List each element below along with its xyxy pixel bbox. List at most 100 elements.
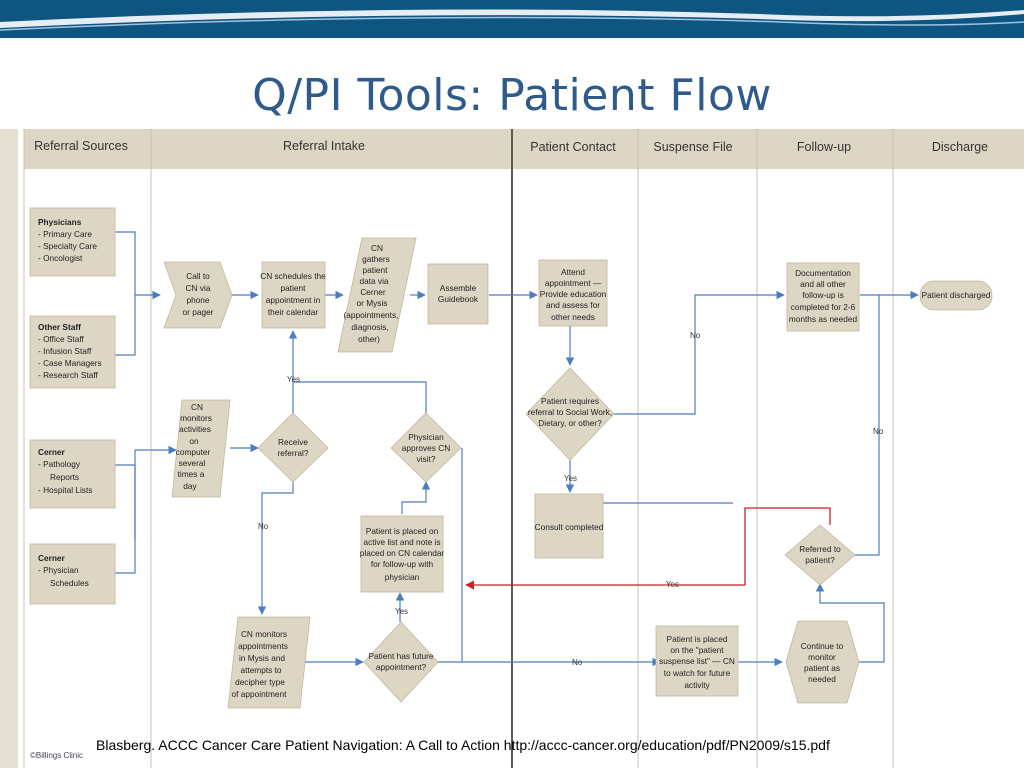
node-line: CN [371,243,383,253]
node-title: Cerner [38,553,66,563]
source-citation: Blasberg. ACCC Cancer Care Patient Navig… [96,737,830,753]
lane-title: Patient Contact [530,140,616,154]
node-receive-referral: Receive referral? [257,412,329,483]
node-line: appointment — [545,278,602,288]
node-line: physician [385,572,420,582]
node-line: CN [191,402,203,412]
node-future-appointment: Patient has future appointment? [363,621,439,703]
node-line: active list and note is [363,537,440,547]
node-title: Other Staff [38,322,81,332]
node-line: other needs [551,312,595,322]
node-line: Documentation [795,268,851,278]
node-line: activities [179,424,211,434]
node-placed-active-list: Patient is placed on active list and not… [360,515,444,593]
node-line: Provide education [540,289,607,299]
node-consult-completed: Consult completed [534,493,604,559]
node-line: - Case Managers [38,358,102,368]
node-line: patient [363,265,389,275]
lane-title: Referral Sources [34,139,128,153]
lane-header-discharge [893,129,1024,169]
edge-label-yes: Yes [395,607,408,616]
node-line: referral? [278,448,309,458]
lane-title: Suspense File [653,140,732,154]
node-line: gathers [362,254,390,264]
node-physicians: Physicians - Primary Care - Specialty Ca… [29,207,116,277]
billings-clinic-logo: ©Billings Clinic [30,751,84,760]
lane-header-follow-up [757,129,893,169]
node-line: or Mysis [357,298,388,308]
node-line: and assess for [546,300,600,310]
node-line: Patient discharged [922,290,991,300]
node-cn-schedules: CN schedules the patient appointment in … [260,261,326,329]
node-line: Patient requires [541,396,599,406]
patient-flow-diagram: Referral Sources Referral Intake Patient… [0,129,1024,768]
edge-label-yes: Yes [666,580,679,589]
node-cn-gathers: CN gathers patient data via Cerner or My… [337,237,417,353]
node-line: day [183,481,197,491]
node-line: activity [684,680,710,690]
node-line: appointment? [376,662,427,672]
node-line: or pager [183,307,214,317]
node-line: - Pathology [38,459,81,469]
node-requires-referral: Patient requires referral to Social Work… [525,367,615,461]
node-suspense-list: Patient is placed on the "patient suspen… [655,625,739,697]
node-line: CN schedules the [260,271,326,281]
edge-label-yes: Yes [287,375,300,384]
node-line: monitor [808,652,836,662]
lane-title: Discharge [932,140,988,154]
node-line: and all other [800,279,846,289]
node-line: appointment in [266,295,321,305]
node-line: appointments [238,641,288,651]
edge-label-no: No [572,658,583,667]
edge-label-no: No [258,522,269,531]
node-line: CN monitors [241,629,287,639]
node-referred-to-patient: Referred to patient? [784,524,856,586]
lane-header-suspense-file [638,129,757,169]
node-line: phone [186,295,209,305]
node-line: on the "patient [670,645,724,655]
node-line: Referred to [799,544,841,554]
node-line: Patient has future [368,651,433,661]
node-documentation: Documentation and all other follow-up is… [786,262,860,332]
edge-label-yes: Yes [564,474,577,483]
node-line: times a [178,469,205,479]
node-line: approves CN [402,443,450,453]
node-line: decipher type [235,677,285,687]
node-line: - Specialty Care [38,241,97,251]
node-line: - Oncologist [38,253,83,263]
lane-header-patient-contact [513,129,638,169]
node-line: - Infusion Staff [38,346,92,356]
node-title: Physicians [38,217,82,227]
node-line: needed [808,674,836,684]
node-line: in Mysis and [239,653,285,663]
node-line: patient as [804,663,840,673]
node-line: Dietary, or other? [538,418,602,428]
edge-label-no: No [873,427,884,436]
node-line: suspense list" — CN [659,656,735,666]
node-line: on [189,436,199,446]
node-line: to watch for future [664,668,731,678]
node-line: Receive [278,437,308,447]
node-physician-approves: Physician approves CN visit? [390,412,462,483]
node-line: for follow-up with [371,559,434,569]
node-line: - Physician [38,565,79,575]
node-line: - Primary Care [38,229,92,239]
node-line: - Hospital Lists [38,485,92,495]
node-line: diagnosis, [351,322,388,332]
node-line: of appointment [232,689,288,699]
node-line: patient? [805,555,835,565]
node-cn-monitors-appointments: CN monitors appointments in Mysis and at… [227,616,311,709]
lane-header-referral-sources [24,129,151,169]
node-continue-monitor: Continue to monitor patient as needed [785,620,860,704]
node-patient-discharged: Patient discharged [919,280,993,311]
node-title: Cerner [38,447,66,457]
node-line: CN via [186,283,211,293]
node-line: monitors [180,413,212,423]
node-line: (appointments, [344,310,399,320]
node-line: Physician [408,432,444,442]
node-line: patient [281,283,307,293]
node-line: computer [176,447,211,457]
node-line: Schedules [50,578,89,588]
node-line: Attend [561,267,585,277]
node-line: - Office Staff [38,334,85,344]
